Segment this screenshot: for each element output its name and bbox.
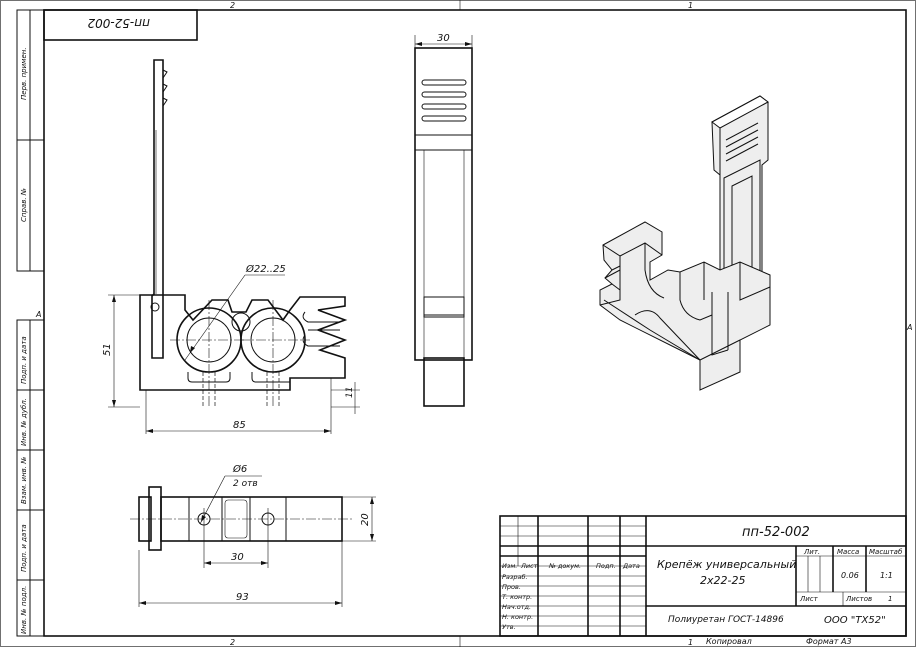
strip-perv-primen: Перв. примен. <box>20 47 28 100</box>
zone-top-1: 1 <box>688 1 693 10</box>
label-scale: Масштаб <box>869 548 903 556</box>
strip-vzam-inv: Взам. инв. № <box>20 456 28 504</box>
dim-hole-count: 2 отв <box>233 479 258 489</box>
label-sheets: Листов <box>845 595 872 603</box>
zone-bottom-2: 2 <box>230 638 235 647</box>
title-name-line2: 2х22-25 <box>700 574 745 587</box>
dim-length-93: 93 <box>236 592 249 603</box>
dim-width-20: 20 <box>360 513 371 526</box>
format-label: Формат А3 <box>806 637 852 646</box>
title-code: пп-52-002 <box>742 525 810 540</box>
copied-label: Копировал <box>706 637 752 646</box>
zone-left-a: A <box>35 310 41 319</box>
frame-border <box>43 9 907 637</box>
front-view <box>139 59 348 408</box>
title-organization: ООО "ТХ52" <box>824 615 886 626</box>
zone-bottom-1: 1 <box>688 638 693 647</box>
dim-hole-diameter: Ø6 <box>232 463 247 475</box>
title-block: пп-52-002 Крепёж универсальный 2х22-25 П… <box>499 515 907 637</box>
col-list: Лист <box>520 562 538 570</box>
code-box: пп-52-002 <box>43 9 198 41</box>
dim-height-51: 51 <box>102 343 113 356</box>
side-view: 30 <box>414 33 473 407</box>
dim-foot-11: 11 <box>345 387 355 398</box>
label-lit: Лит. <box>803 548 820 556</box>
value-scale: 1:1 <box>880 571 893 580</box>
col-doc: № докум. <box>548 562 581 570</box>
dim-pipe-diameter: Ø22..25 <box>245 263 286 275</box>
bottom-view: 30 Ø6 2 отв 93 20 <box>130 463 376 607</box>
isometric-view <box>599 95 771 391</box>
title-name-line1: Крепёж универсальный <box>657 558 796 571</box>
strip-podp-data-2: Подп. и дата <box>20 524 28 572</box>
strip-sprav: Справ. № <box>20 188 28 222</box>
dim-side-30: 30 <box>437 33 450 44</box>
dim-hole-spacing-30: 30 <box>231 552 244 563</box>
zone-top-2: 2 <box>230 1 235 10</box>
row-tkontr: Т. контр. <box>502 593 532 601</box>
strip-inv-podl: Инв. № подл. <box>20 586 28 634</box>
left-strip: Перв. примен. Справ. № Подп. и дата Инв.… <box>16 9 45 637</box>
title-material: Полиуретан ГОСТ-14896 <box>668 615 784 625</box>
row-razrab: Разраб. <box>502 573 528 581</box>
code-mirrored: пп-52-002 <box>87 16 150 30</box>
strip-inv-dubl: Инв. № дубл. <box>20 398 28 446</box>
strip-podp-data-1: Подп. и дата <box>20 336 28 384</box>
row-nkontr: Н. контр. <box>502 613 533 621</box>
zone-right-a: A <box>906 323 912 332</box>
value-sheets-total: 1 <box>888 595 892 603</box>
front-dims: 51 85 Ø22..25 11 <box>102 263 360 434</box>
value-mass: 0.06 <box>841 571 859 580</box>
col-data: Дата <box>622 562 640 570</box>
col-izm: Изм. <box>502 562 517 570</box>
col-podp: Подп. <box>596 562 616 570</box>
label-sheet: Лист <box>799 595 819 603</box>
row-utv: Утв. <box>502 623 516 631</box>
dim-width-85: 85 <box>233 420 246 431</box>
row-nachotd: Нач.отд. <box>502 603 531 611</box>
label-mass: Масса <box>837 548 859 556</box>
row-prov: Пров. <box>502 583 521 591</box>
